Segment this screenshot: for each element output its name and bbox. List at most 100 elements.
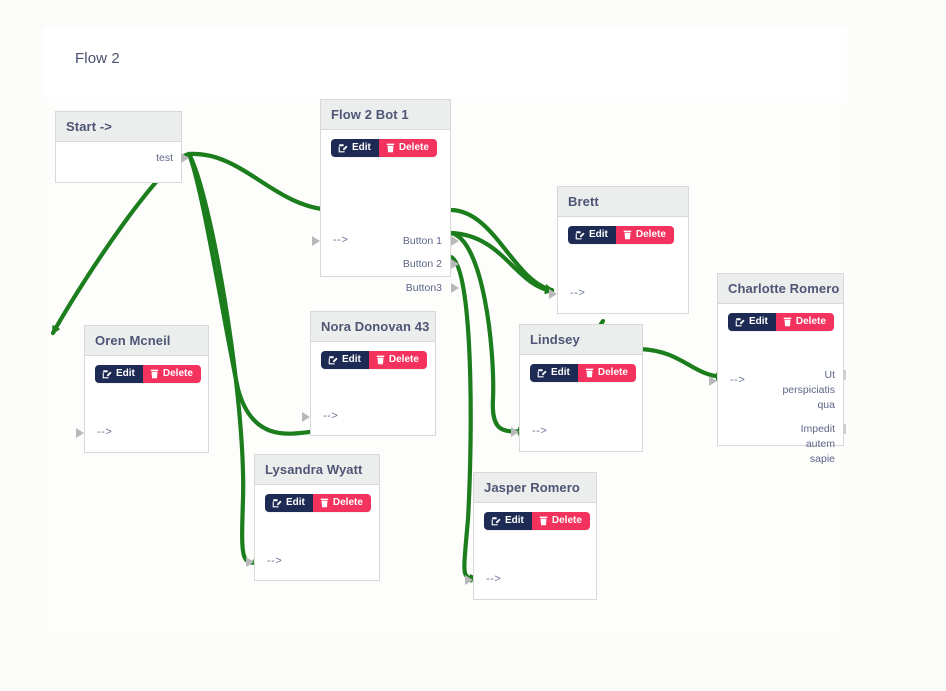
port-button-3-marker[interactable] bbox=[451, 283, 459, 293]
port-charlotte-out-2-line-3: sapie bbox=[809, 453, 835, 465]
trash-icon bbox=[320, 498, 329, 508]
delete-button-label: Delete bbox=[162, 368, 193, 379]
page-title: Flow 2 bbox=[75, 50, 120, 67]
port-charlotte-out-2-marker[interactable] bbox=[843, 424, 846, 434]
node-charlotte-romero[interactable]: Charlotte Romero Edit bbox=[709, 273, 846, 465]
edit-button-label: Edit bbox=[589, 229, 608, 240]
node-start-title: Start -> bbox=[56, 112, 181, 142]
port-charlotte-in-label[interactable]: --> bbox=[730, 374, 746, 386]
edit-button[interactable]: Edit bbox=[265, 494, 313, 512]
node-lindsey-title: Lindsey bbox=[520, 325, 642, 355]
port-brett-in-marker[interactable] bbox=[549, 289, 557, 299]
delete-button[interactable]: Delete bbox=[312, 494, 371, 512]
edit-button-label: Edit bbox=[505, 515, 524, 526]
edge-button1-to-brett bbox=[448, 207, 555, 293]
port-charlotte-out-1-marker[interactable] bbox=[843, 370, 846, 380]
flow-header-bar: Flow 2 bbox=[43, 28, 847, 98]
edge-lindsey-to-charlotte bbox=[637, 346, 726, 382]
edit-button[interactable]: Edit bbox=[331, 139, 379, 157]
port-charlotte-out-2-line-2: autem bbox=[805, 438, 835, 450]
port-button-2-marker[interactable] bbox=[451, 259, 459, 269]
port-lindsey-in-label[interactable]: --> bbox=[532, 425, 548, 437]
port-lysandra-in-marker[interactable] bbox=[246, 557, 254, 567]
edit-button[interactable]: Edit bbox=[530, 364, 578, 382]
node-charlotte-romero-title: Charlotte Romero bbox=[718, 274, 843, 304]
edit-button[interactable]: Edit bbox=[728, 313, 776, 331]
node-flow2bot1[interactable]: Flow 2 Bot 1 Edit bbox=[312, 99, 459, 294]
port-button-1-label[interactable]: Button 1 bbox=[402, 235, 442, 247]
node-start[interactable]: Start -> test bbox=[55, 111, 189, 183]
node-brett-actions: Edit Delete bbox=[568, 226, 674, 244]
port-charlotte-out-2[interactable]: Impedit autem sapie bbox=[743, 422, 835, 467]
edge-button2-to-lindsey bbox=[448, 230, 528, 436]
node-jasper-romero-body: Edit Delete --> bbox=[465, 503, 596, 599]
port-charlotte-out-1-line-3: qua bbox=[817, 399, 835, 411]
port-flow2bot1-in-label[interactable]: --> bbox=[333, 234, 349, 246]
port-start-test-label[interactable]: test bbox=[156, 152, 173, 164]
delete-button-label: Delete bbox=[597, 367, 628, 378]
port-button-1-marker[interactable] bbox=[451, 236, 459, 246]
delete-button-label: Delete bbox=[551, 515, 582, 526]
port-nora-in-marker[interactable] bbox=[302, 412, 310, 422]
port-jasper-in-label[interactable]: --> bbox=[486, 573, 502, 585]
port-button-2-label[interactable]: Button 2 bbox=[402, 258, 442, 270]
edit-button-label: Edit bbox=[551, 367, 570, 378]
delete-button[interactable]: Delete bbox=[368, 351, 427, 369]
delete-button[interactable]: Delete bbox=[775, 313, 834, 331]
node-jasper-romero[interactable]: Jasper Romero Edit bbox=[465, 472, 597, 600]
port-jasper-in-marker[interactable] bbox=[465, 575, 473, 585]
node-oren-mcneil-body: Edit Delete --> bbox=[76, 356, 208, 452]
node-brett-body: Edit Delete --> bbox=[549, 217, 688, 313]
pencil-square-icon bbox=[272, 498, 282, 508]
delete-button-label: Delete bbox=[388, 354, 419, 365]
node-lysandra-wyatt[interactable]: Lysandra Wyatt Edit bbox=[246, 454, 380, 581]
trash-icon bbox=[539, 516, 548, 526]
node-charlotte-romero-body: Edit Delete --> bbox=[709, 304, 846, 465]
pencil-square-icon bbox=[735, 317, 745, 327]
port-charlotte-in-marker[interactable] bbox=[709, 376, 717, 386]
node-nora-donovan-43[interactable]: Nora Donovan 43 Edit bbox=[302, 311, 436, 436]
node-nora-donovan-43-body: Edit Delete --> bbox=[302, 342, 435, 435]
delete-button-label: Delete bbox=[398, 142, 429, 153]
node-oren-mcneil[interactable]: Oren Mcneil Edit bbox=[76, 325, 209, 453]
trash-icon bbox=[150, 369, 159, 379]
delete-button[interactable]: Delete bbox=[378, 139, 437, 157]
node-lysandra-wyatt-body: Edit Delete --> bbox=[246, 485, 379, 580]
edge-start-to-flow2bot1 bbox=[186, 151, 334, 215]
port-charlotte-out-2-line-1: Impedit bbox=[800, 423, 835, 435]
delete-button[interactable]: Delete bbox=[615, 226, 674, 244]
node-jasper-romero-title: Jasper Romero bbox=[474, 473, 596, 503]
delete-button[interactable]: Delete bbox=[531, 512, 590, 530]
edit-button[interactable]: Edit bbox=[95, 365, 143, 383]
node-oren-mcneil-title: Oren Mcneil bbox=[85, 326, 208, 356]
port-start-test-marker[interactable] bbox=[181, 153, 189, 163]
port-charlotte-out-1-line-1: Ut bbox=[824, 369, 836, 381]
pencil-square-icon bbox=[537, 368, 547, 378]
flow-canvas[interactable]: Start -> test Flow 2 Bot 1 bbox=[43, 99, 847, 633]
pencil-square-icon bbox=[338, 143, 348, 153]
port-charlotte-out-1[interactable]: Ut perspiciatis qua bbox=[743, 368, 835, 413]
node-start-body: test bbox=[56, 142, 189, 182]
port-button-3-label[interactable]: Button3 bbox=[405, 282, 442, 294]
delete-button[interactable]: Delete bbox=[142, 365, 201, 383]
port-nora-in-label[interactable]: --> bbox=[323, 410, 339, 422]
port-lindsey-in-marker[interactable] bbox=[511, 427, 519, 437]
node-lysandra-wyatt-title: Lysandra Wyatt bbox=[255, 455, 379, 485]
delete-button-label: Delete bbox=[635, 229, 666, 240]
node-lindsey[interactable]: Lindsey Edit bbox=[511, 324, 643, 452]
node-flow2bot1-body: Edit Delete --> bbox=[312, 130, 459, 294]
port-lysandra-in-label[interactable]: --> bbox=[267, 555, 283, 567]
port-oren-in-marker[interactable] bbox=[76, 428, 84, 438]
edit-button[interactable]: Edit bbox=[321, 351, 369, 369]
port-flow2bot1-in-marker[interactable] bbox=[312, 236, 320, 246]
edit-button[interactable]: Edit bbox=[568, 226, 616, 244]
node-oren-mcneil-actions: Edit Delete bbox=[95, 365, 201, 383]
edit-button[interactable]: Edit bbox=[484, 512, 532, 530]
node-brett[interactable]: Brett Edit bbox=[549, 186, 689, 314]
node-nora-donovan-43-title: Nora Donovan 43 bbox=[311, 312, 435, 342]
port-brett-in-label[interactable]: --> bbox=[570, 287, 586, 299]
node-lysandra-wyatt-actions: Edit Delete bbox=[265, 494, 371, 512]
delete-button[interactable]: Delete bbox=[577, 364, 636, 382]
port-oren-in-label[interactable]: --> bbox=[97, 426, 113, 438]
